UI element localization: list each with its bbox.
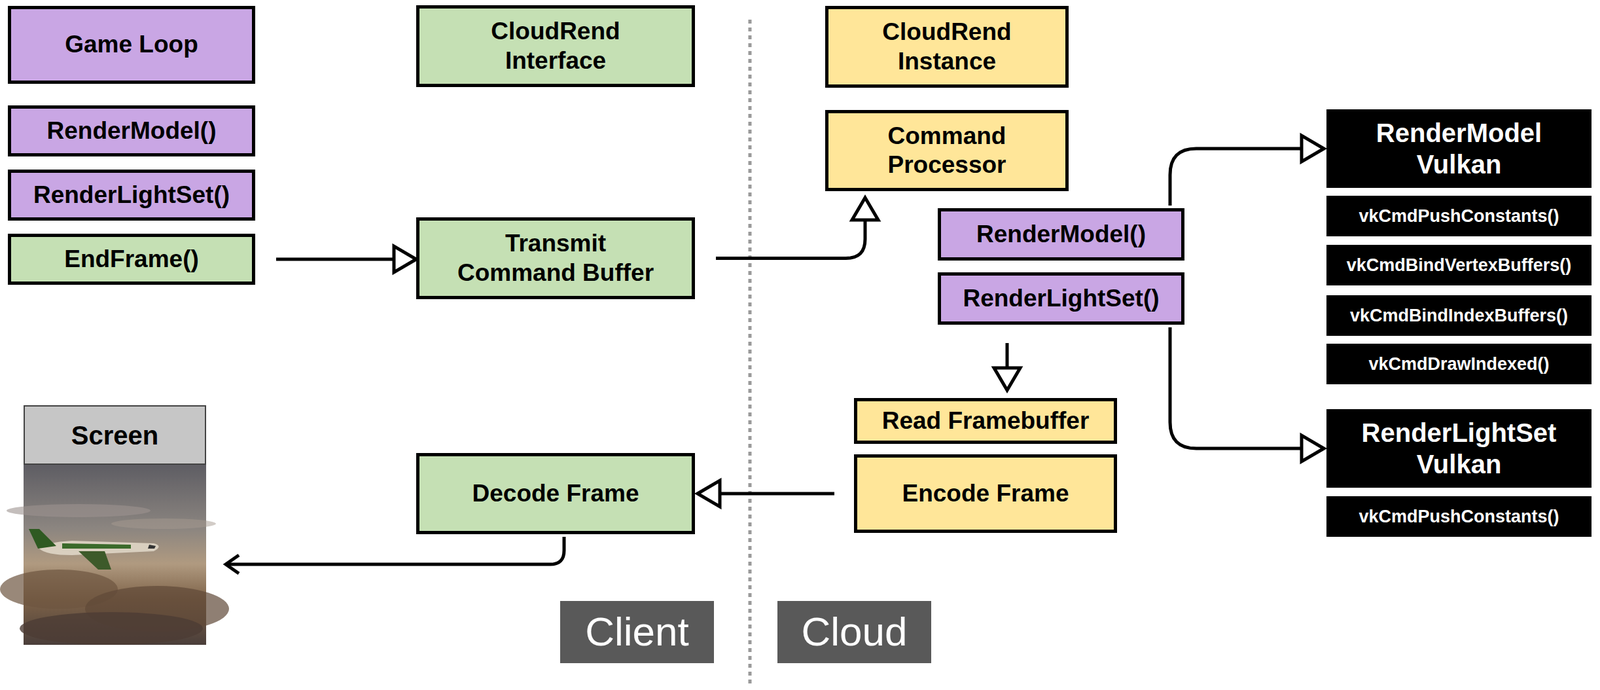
screen-header: Screen [23,405,207,465]
connector-line [715,219,866,259]
box-label: vkCmdBindIndexBuffers() [1350,304,1568,326]
flow-arrow [715,197,879,259]
box-label: Game Loop [64,30,199,59]
connector-line [1005,342,1010,368]
box-label: Read Framebuffer [882,406,1090,436]
arrow-head [225,554,239,574]
box-label: RenderModel Vulkan [1354,117,1565,180]
flow-arrow [1170,327,1324,462]
cloud-box: Encode Frame [853,454,1118,533]
vulkan-heading-box: RenderModel Vulkan [1326,109,1592,188]
connector-line [719,492,835,496]
box-label: RenderModel() [976,219,1146,249]
arrow-head [1301,435,1324,462]
function-box: Game Loop [7,5,256,84]
box-label: Transmit Command Buffer [450,229,661,288]
box-label: Cloud [801,607,908,656]
flow-arrow [225,536,565,574]
cloud-box: CloudRend Instance [825,5,1069,88]
arrow-head [697,480,720,507]
function-box: RenderLightSet() [7,169,256,221]
box-label: Screen [71,419,159,451]
box-label: vkCmdBindVertexBuffers() [1346,254,1572,276]
vulkan-call-box: vkCmdPushConstants() [1326,496,1592,537]
box-label: Encode Frame [902,479,1070,508]
function-box: RenderModel() [937,208,1185,261]
box-label: CloudRend Interface [473,17,638,76]
vulkan-call-box: vkCmdBindIndexBuffers() [1326,295,1592,336]
vulkan-call-box: vkCmdDrawIndexed() [1326,343,1592,385]
box-label: RenderLightSet Vulkan [1354,416,1565,480]
vulkan-call-box: vkCmdBindVertexBuffers() [1326,244,1592,286]
side-label-box: Cloud [777,600,932,663]
box-label: Decode Frame [472,479,640,508]
cloud-box: Read Framebuffer [853,397,1118,444]
box-label: Client [585,607,690,656]
box-label: CloudRend Instance [865,17,1029,76]
function-box: RenderLightSet() [937,272,1185,325]
client-box: CloudRend Interface [416,5,695,88]
screen-image [0,464,230,645]
side-label-box: Client [560,600,714,663]
flow-arrow [276,246,417,273]
connector-line [1170,148,1302,206]
box-label: vkCmdDrawIndexed() [1368,353,1549,375]
client-box: EndFrame() [7,233,256,285]
function-box: RenderModel() [7,105,256,157]
client-box: Transmit Command Buffer [416,217,695,300]
box-label: vkCmdPushConstants() [1358,505,1559,527]
arrow-head [852,197,879,220]
box-label: EndFrame() [64,244,199,274]
client-box: Decode Frame [416,452,695,534]
flow-arrow [1170,135,1324,206]
flow-arrow [697,480,835,507]
connector-line [276,257,394,262]
vulkan-heading-box: RenderLightSet Vulkan [1326,408,1592,488]
box-label: RenderModel() [47,116,217,146]
vulkan-call-box: vkCmdPushConstants() [1326,195,1592,237]
box-label: Command Processor [865,121,1029,180]
connector-line [1170,327,1302,449]
arrow-head [994,367,1021,391]
arrow-head [393,246,417,273]
client-cloud-divider [748,19,752,684]
box-label: vkCmdPushConstants() [1358,205,1559,227]
flow-arrow [994,342,1021,391]
box-label: RenderLightSet() [962,284,1159,313]
arrow-head [1301,135,1324,162]
box-label: RenderLightSet() [33,180,230,210]
cloud-box: Command Processor [825,109,1069,192]
connector-line [225,536,565,565]
